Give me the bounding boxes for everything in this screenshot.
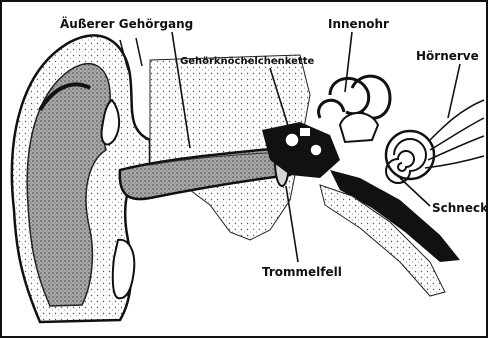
auditory-nerve [425,100,484,168]
leader-eardrum [286,186,298,262]
leader-inner-ear [345,32,352,92]
label-cochlea: Schneck [432,201,488,215]
cochlea [386,131,434,183]
label-inner-ear: Innenohr [328,17,389,31]
inner-ear [319,76,390,142]
leader-auditory-nerve [448,64,460,118]
label-ear-canal: Äußerer Gehörgang [60,16,193,31]
leader-cochlea [400,178,430,206]
label-auditory-nerve: Hörnerve [416,49,479,63]
label-eardrum: Trommelfell [262,265,342,279]
label-ossicles: Gehörknöchelchenkette [180,56,314,67]
